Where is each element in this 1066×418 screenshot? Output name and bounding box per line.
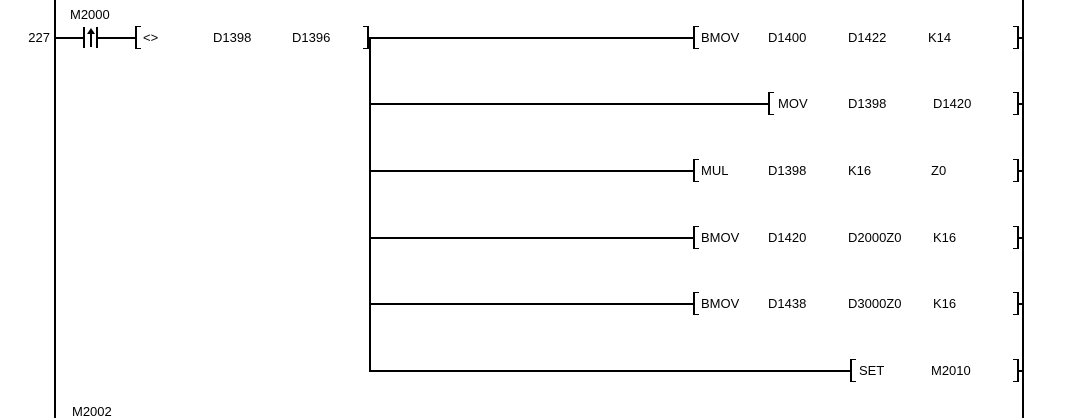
- rail-connector: [1018, 103, 1023, 105]
- branch-wire: [369, 103, 768, 105]
- compare-operator: <>: [143, 30, 159, 45]
- instruction-operand-1: D1398: [848, 96, 887, 111]
- rung-line: [98, 37, 136, 39]
- open-bracket: [693, 226, 699, 249]
- instruction-name: BMOV: [701, 30, 740, 45]
- open-bracket: [693, 26, 699, 49]
- compare-operand-2: D1396: [292, 30, 331, 45]
- instruction-operand-2: D3000Z0: [848, 296, 902, 311]
- instruction-operand-2: D2000Z0: [848, 230, 902, 245]
- branch-line: [369, 37, 371, 371]
- branch-wire: [369, 237, 693, 239]
- close-bracket: [363, 26, 369, 49]
- branch-wire: [369, 303, 693, 305]
- instruction-operand-2: D1422: [848, 30, 887, 45]
- left-power-rail: [54, 0, 56, 418]
- instruction-operand-1: D1420: [768, 230, 807, 245]
- rising-edge-arrow-shaft: [90, 33, 92, 47]
- instruction-operand-2: D1420: [933, 96, 972, 111]
- rail-connector: [1018, 37, 1023, 39]
- instruction-operand-1: D1438: [768, 296, 807, 311]
- compare-operand-1: D1398: [213, 30, 252, 45]
- contact-bar: [96, 27, 98, 48]
- open-bracket: [768, 92, 774, 115]
- instruction-name: BMOV: [701, 296, 740, 311]
- rail-connector: [1018, 370, 1023, 372]
- instruction-operand-2: K16: [848, 163, 872, 178]
- rising-edge-arrow-icon: [86, 28, 95, 34]
- open-bracket: [693, 159, 699, 182]
- right-power-rail: [1022, 0, 1024, 418]
- instruction-operand-1: D1400: [768, 30, 807, 45]
- rail-connector: [1018, 170, 1023, 172]
- branch-wire: [369, 370, 850, 372]
- instruction-name: MOV: [778, 96, 808, 111]
- instruction-operand-3: K16: [933, 230, 957, 245]
- contact-bar: [83, 27, 85, 48]
- instruction-operand-3: K16: [933, 296, 957, 311]
- open-bracket: [135, 26, 141, 49]
- open-bracket: [850, 359, 856, 382]
- open-bracket: [693, 292, 699, 315]
- next-rung-label[interactable]: M2002: [72, 404, 112, 418]
- contact-label: M2000: [70, 7, 110, 22]
- instruction-name: BMOV: [701, 230, 740, 245]
- rail-connector: [1018, 303, 1023, 305]
- instruction-name: MUL: [701, 163, 729, 178]
- rung-line: [54, 37, 84, 39]
- step-number: 227: [28, 30, 50, 45]
- instruction-operand-3: K14: [928, 30, 952, 45]
- branch-wire: [369, 37, 693, 39]
- branch-wire: [369, 170, 693, 172]
- instruction-operand-3: Z0: [931, 163, 947, 178]
- rail-connector: [1018, 237, 1023, 239]
- instruction-operand-1: M2010: [931, 363, 971, 378]
- instruction-name: SET: [859, 363, 885, 378]
- instruction-operand-1: D1398: [768, 163, 807, 178]
